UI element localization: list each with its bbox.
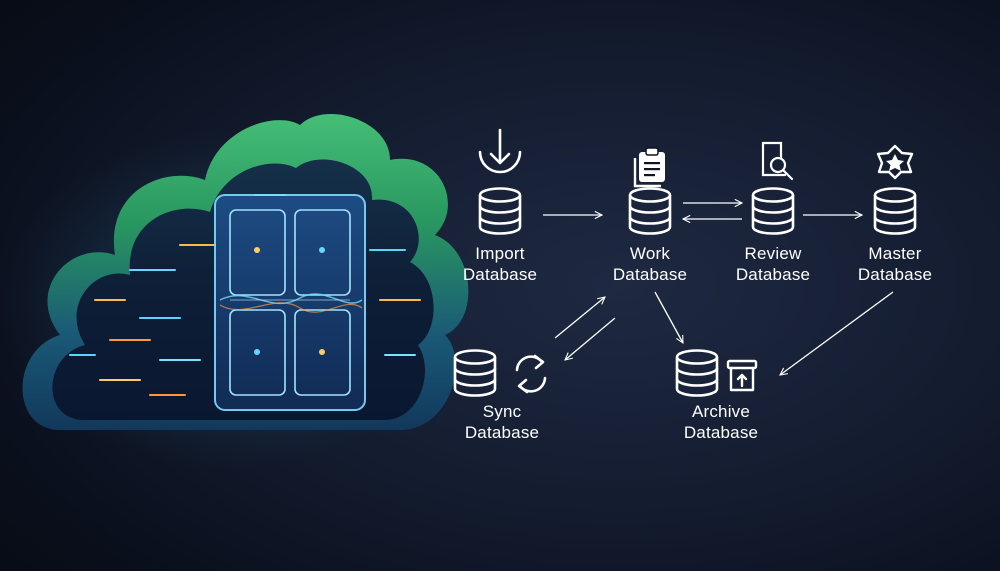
node-label-review: Review Database xyxy=(698,243,848,285)
node-label-work: Work Database xyxy=(575,243,725,285)
node-label-line2: Database xyxy=(683,423,759,442)
archive-box-icon xyxy=(726,359,758,392)
arrow-master-to-archive xyxy=(780,291,894,375)
node-archive xyxy=(675,349,758,397)
node-label-archive: Archive Database xyxy=(646,401,796,443)
arrow-work-to-sync xyxy=(565,317,616,360)
node-label-line1: Sync xyxy=(482,402,522,421)
node-label-line1: Master xyxy=(868,244,922,263)
clipboard-icon xyxy=(633,147,665,188)
node-label-line2: Database xyxy=(464,423,540,442)
node-label-import: Import Database xyxy=(425,243,575,285)
node-label-line2: Database xyxy=(462,265,538,284)
node-label-line2: Database xyxy=(857,265,933,284)
database-icon xyxy=(453,349,497,397)
flow-arrows xyxy=(543,203,894,375)
database-icon xyxy=(628,187,672,235)
arrow-sync-to-work xyxy=(554,297,605,339)
node-label-line1: Import xyxy=(475,244,525,263)
download-arrow-icon xyxy=(478,128,522,174)
node-label-line2: Database xyxy=(735,265,811,284)
node-sync xyxy=(453,349,547,397)
star-badge-icon xyxy=(876,144,914,180)
node-label-line1: Archive xyxy=(691,402,751,421)
node-review xyxy=(751,141,795,235)
node-label-line2: Database xyxy=(612,265,688,284)
node-label-line1: Review xyxy=(744,244,802,263)
arrow-work-to-archive xyxy=(654,291,683,343)
database-icon xyxy=(751,187,795,235)
document-search-icon xyxy=(761,141,794,181)
server-rack xyxy=(214,194,366,411)
node-master xyxy=(873,144,917,235)
database-icon xyxy=(478,187,522,235)
database-icon xyxy=(675,349,719,397)
node-label-master: Master Database xyxy=(820,243,970,285)
node-import xyxy=(478,128,522,235)
database-icon xyxy=(873,187,917,235)
node-label-line1: Work xyxy=(629,244,671,263)
sync-arrows-icon xyxy=(515,354,547,394)
cloud-server-icon xyxy=(0,113,469,470)
node-work xyxy=(628,147,672,235)
node-label-sync: Sync Database xyxy=(427,401,577,443)
